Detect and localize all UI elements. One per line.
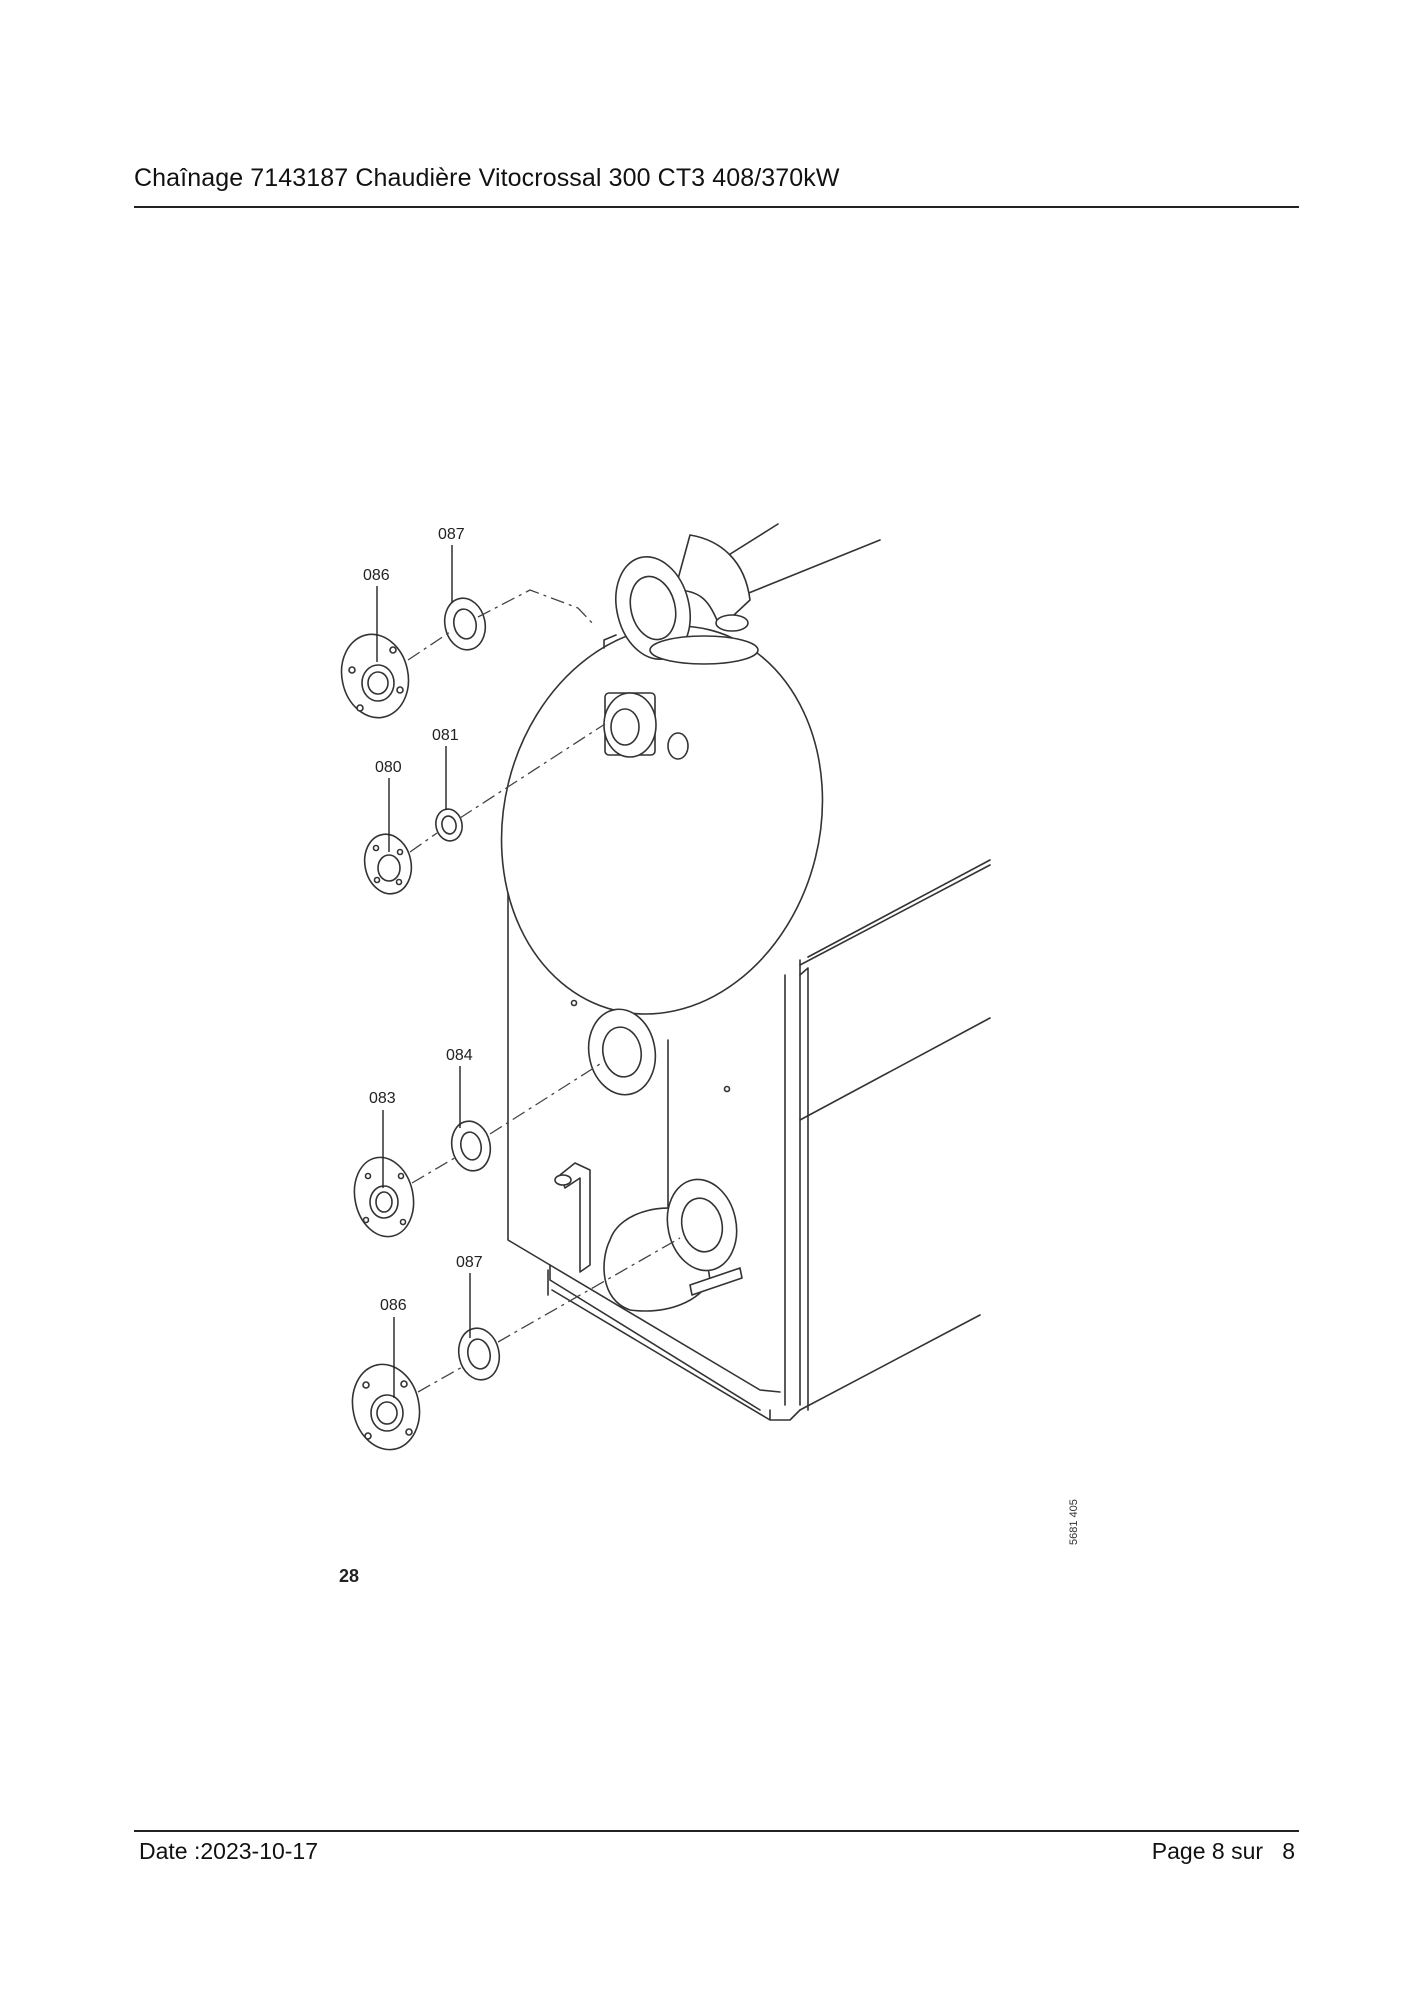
gasket-081 <box>435 808 463 842</box>
callout-087-bottom: 087 <box>456 1254 483 1271</box>
callout-087-top: 087 <box>438 526 465 543</box>
elbow-flange-top <box>615 534 759 665</box>
footer-rule <box>134 1830 1299 1832</box>
flange-086-bottom <box>351 1363 421 1451</box>
flange-083 <box>353 1156 415 1238</box>
callout-086-top: 086 <box>363 567 390 584</box>
header-rule <box>134 206 1299 208</box>
drain-handle <box>554 1162 591 1273</box>
gasket-087-top <box>443 597 487 651</box>
cover-flange <box>603 692 689 760</box>
assembly-line-top <box>407 589 596 661</box>
flange-080 <box>363 833 413 895</box>
footer-date: Date :2023-10-17 <box>139 1838 319 1864</box>
assembly-line-083 <box>411 1063 601 1184</box>
middle-flange <box>587 1008 657 1096</box>
gasket-087-bottom <box>457 1327 501 1381</box>
page-number: Page 8 sur 8 <box>1151 1838 1295 1864</box>
assembly-line-080 <box>409 723 606 853</box>
cover-screws <box>570 999 731 1093</box>
figure-number: 28 <box>339 1566 359 1586</box>
boiler-front-cover <box>500 625 824 1015</box>
callout-084: 084 <box>446 1047 473 1064</box>
callout-081: 081 <box>432 727 459 744</box>
callout-083: 083 <box>369 1090 396 1107</box>
lower-outlet-flange <box>603 1178 743 1312</box>
callout-086-bottom: 086 <box>380 1297 407 1314</box>
document-title: Chaînage 7143187 Chaudière Vitocrossal 3… <box>134 164 840 192</box>
gasket-084 <box>450 1120 492 1172</box>
drawing-code: 5681 405 <box>1068 1499 1080 1545</box>
flange-086-top <box>340 633 410 719</box>
callout-080: 080 <box>375 759 402 776</box>
assembly-line-086 <box>417 1237 681 1393</box>
boiler-body <box>507 523 991 1421</box>
